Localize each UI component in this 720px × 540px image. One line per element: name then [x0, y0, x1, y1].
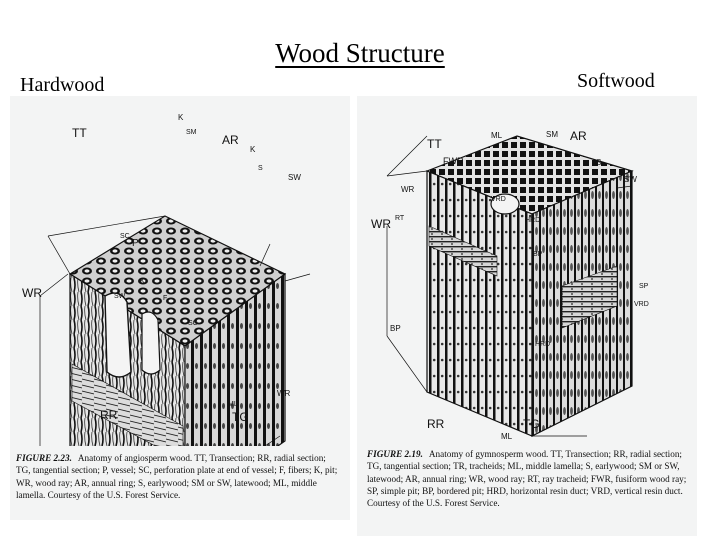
wood-ray-band [71, 363, 184, 446]
label-bp: BP [533, 251, 543, 258]
label-tg: TG [523, 417, 540, 431]
label-k: K [178, 113, 184, 122]
hardwood-label: Hardwood [20, 74, 105, 96]
wood-ray-band [428, 225, 498, 277]
label-wr: WR [401, 185, 415, 194]
label-bp-2: BP [390, 324, 401, 333]
label-ml: ML [491, 131, 503, 140]
label-rt: RT [395, 215, 405, 222]
softwood-figure: TT ML SM AR FWR S SW WR VRD WR RT HRD BP… [357, 96, 697, 536]
vessel [104, 292, 132, 378]
slide-title: Wood Structure [275, 38, 445, 68]
label-s: S [258, 165, 263, 172]
label-sw-2: SW [114, 293, 126, 300]
label-fwr: FWR [443, 156, 464, 166]
label-rr: RR [427, 417, 445, 431]
label-ar: AR [222, 133, 239, 147]
label-sm: SM [546, 130, 558, 139]
label-ml-2: ML [501, 432, 513, 441]
label-sw: SW [624, 175, 637, 184]
figure-number: FIGURE 2.23. [16, 453, 72, 463]
figure-number: FIGURE 2.19. [367, 449, 423, 459]
label-vrd-2: VRD [634, 301, 649, 308]
label-sw: SW [288, 173, 301, 182]
label-hrd: HRD [525, 217, 540, 224]
caption-text: Anatomy of gymnosperm wood. TT, Transect… [367, 449, 687, 509]
label-rr: RR [100, 408, 118, 422]
label-s: S [596, 158, 601, 167]
label-wr: WR [22, 286, 42, 300]
label-ml: ML [228, 401, 238, 408]
hardwood-figure: TT K SM AR K S SW SC P K F WR SW SC WR R… [10, 96, 350, 520]
resin-duct [490, 193, 520, 215]
label-ar: AR [570, 129, 587, 143]
tangential-face [184, 272, 286, 446]
label-tt: TT [427, 137, 442, 151]
label-k-3: K [140, 278, 145, 285]
softwood-label: Softwood [577, 70, 655, 92]
label-hrd-2: HRD [535, 341, 550, 348]
label-sc: SC [120, 233, 130, 240]
label-tt: TT [72, 126, 87, 140]
label-wr-2: WR [371, 217, 391, 231]
label-p: P [132, 238, 139, 249]
softwood-caption: FIGURE 2.19.Anatomy of gymnosperm wood. … [367, 448, 693, 509]
label-wr-2: WR [277, 389, 291, 398]
label-f: F [163, 295, 167, 302]
vessel [141, 311, 161, 375]
label-vrd: VRD [491, 196, 506, 203]
softwood-block-illustration: TT ML SM AR FWR S SW WR VRD WR RT HRD BP… [371, 129, 649, 441]
label-k-2: K [250, 145, 256, 154]
hardwood-caption: FIGURE 2.23.Anatomy of angiosperm wood. … [16, 452, 342, 501]
caption-text: Anatomy of angiosperm wood. TT, Transect… [16, 453, 338, 500]
hardwood-block-illustration: TT K SM AR K S SW SC P K F WR SW SC WR R… [22, 113, 311, 446]
label-sp: SP [639, 283, 649, 290]
label-tg: TG [232, 410, 249, 424]
label-sc-2: SC [188, 320, 198, 327]
label-sm: SM [186, 129, 197, 136]
fusiform-ray [561, 265, 618, 329]
